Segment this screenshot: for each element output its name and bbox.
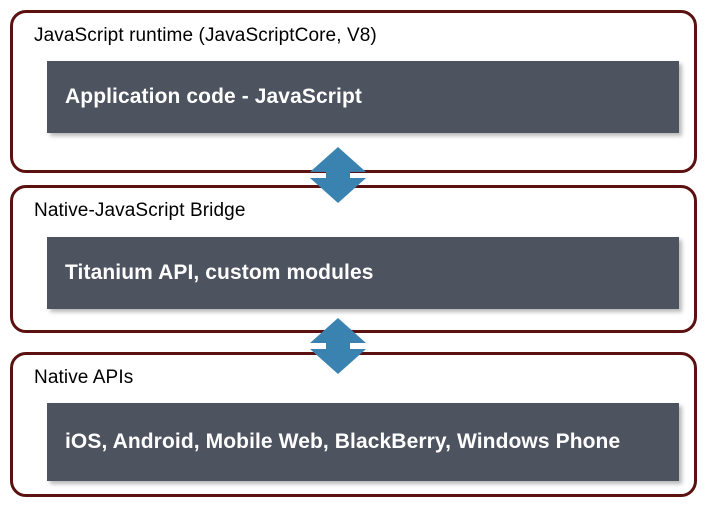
bidirectional-arrow-icon-top <box>309 146 367 204</box>
layer-panel-javascript-runtime: JavaScript runtime (JavaScriptCore, V8) … <box>10 10 697 173</box>
bidirectional-arrow-icon-bottom <box>309 317 367 375</box>
layer-box-platforms: iOS, Android, Mobile Web, BlackBerry, Wi… <box>47 403 679 481</box>
layer-title-native-javascript-bridge: Native-JavaScript Bridge <box>34 200 246 221</box>
layer-panel-native-javascript-bridge: Native-JavaScript Bridge Titanium API, c… <box>10 185 697 333</box>
layer-box-application-code: Application code - JavaScript <box>47 61 679 133</box>
layer-box-label-platforms: iOS, Android, Mobile Web, BlackBerry, Wi… <box>65 429 621 453</box>
layer-title-javascript-runtime: JavaScript runtime (JavaScriptCore, V8) <box>34 25 377 46</box>
layer-box-titanium-api: Titanium API, custom modules <box>47 237 679 309</box>
layer-box-label-titanium-api: Titanium API, custom modules <box>65 260 374 284</box>
layer-box-label-application-code: Application code - JavaScript <box>65 84 362 108</box>
layer-title-native-apis: Native APIs <box>34 367 134 388</box>
